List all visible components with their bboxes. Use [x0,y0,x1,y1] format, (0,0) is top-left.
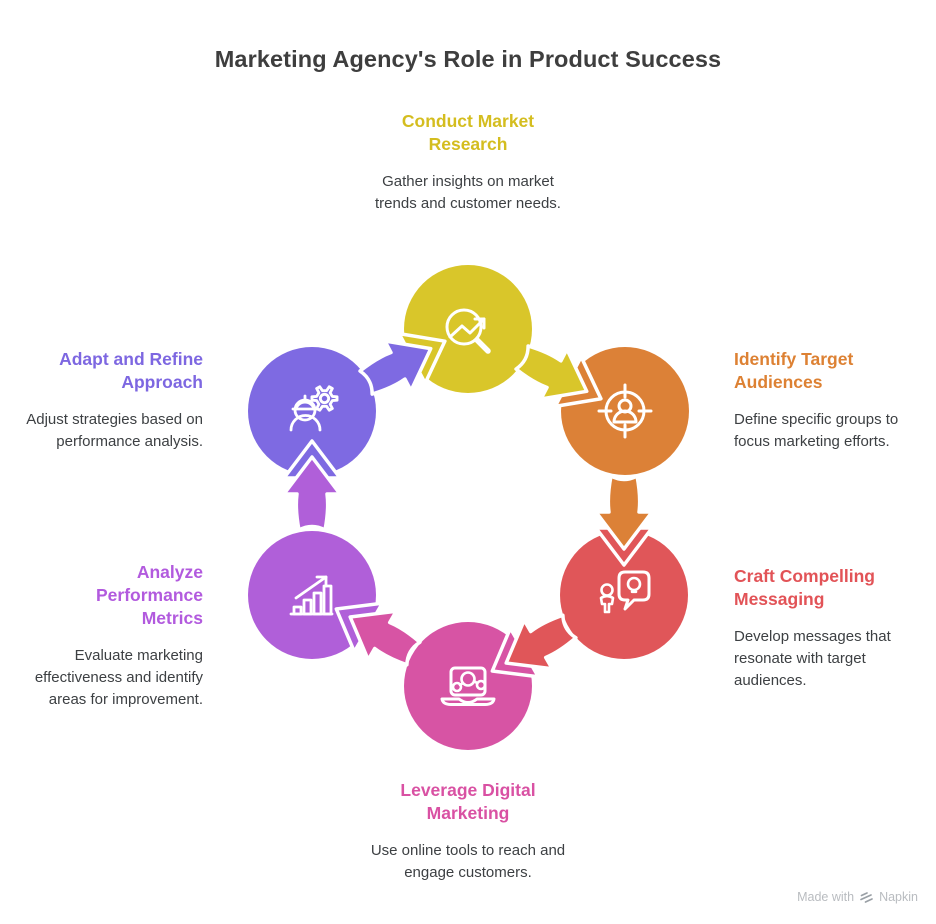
step-heading: Adapt and Refine Approach [59,349,203,392]
engineer-gear-icon [289,385,339,432]
watermark-prefix: Made with [797,890,855,904]
laptop-share-icon [440,666,496,706]
step-text-identify-target-audiences: Identify Target Audiences Define specifi… [734,348,934,453]
watermark-brand: Napkin [879,890,918,904]
step-text-analyze-performance-metrics: Analyze Performance Metrics Evaluate mar… [0,561,203,711]
growth-chart-icon [289,575,334,616]
circle-craft-compelling-messaging [560,531,688,659]
step-description: Develop messages that resonate with targ… [734,628,891,689]
page-title: Marketing Agency's Role in Product Succe… [214,46,722,72]
magnifier-trend-icon [445,308,491,354]
circle-adapt-and-refine-approach [248,347,376,475]
step-icons [289,308,653,706]
step-description: Evaluate marketing effectiveness and ide… [34,647,203,708]
step-heading: Craft Compelling Messaging [734,566,875,609]
person-target-icon [597,383,653,439]
napkin-logo-icon [860,891,873,903]
step-text-craft-compelling-messaging: Craft Compelling Messaging Develop messa… [734,565,934,692]
step-text-adapt-and-refine-approach: Adapt and Refine Approach Adjust strateg… [0,348,203,453]
step-description: Gather insights on market trends and cus… [375,173,561,212]
step-description: Define specific groups to focus marketin… [734,411,899,450]
step-text-conduct-market-research: Conduct Market Research Gather insights … [318,110,618,215]
speech-lightbulb-icon [599,570,651,614]
napkin-watermark[interactable]: Made with Napkin [797,890,918,904]
step-description: Use online tools to reach and engage cus… [370,842,566,881]
step-heading: Identify Target Audiences [734,349,854,392]
step-heading: Conduct Market Research [401,111,535,154]
step-heading: Analyze Performance Metrics [96,562,203,628]
step-description: Adjust strategies based on performance a… [26,411,203,450]
step-heading: Leverage Digital Marketing [400,780,536,823]
step-text-leverage-digital-marketing: Leverage Digital Marketing Use online to… [318,779,618,884]
